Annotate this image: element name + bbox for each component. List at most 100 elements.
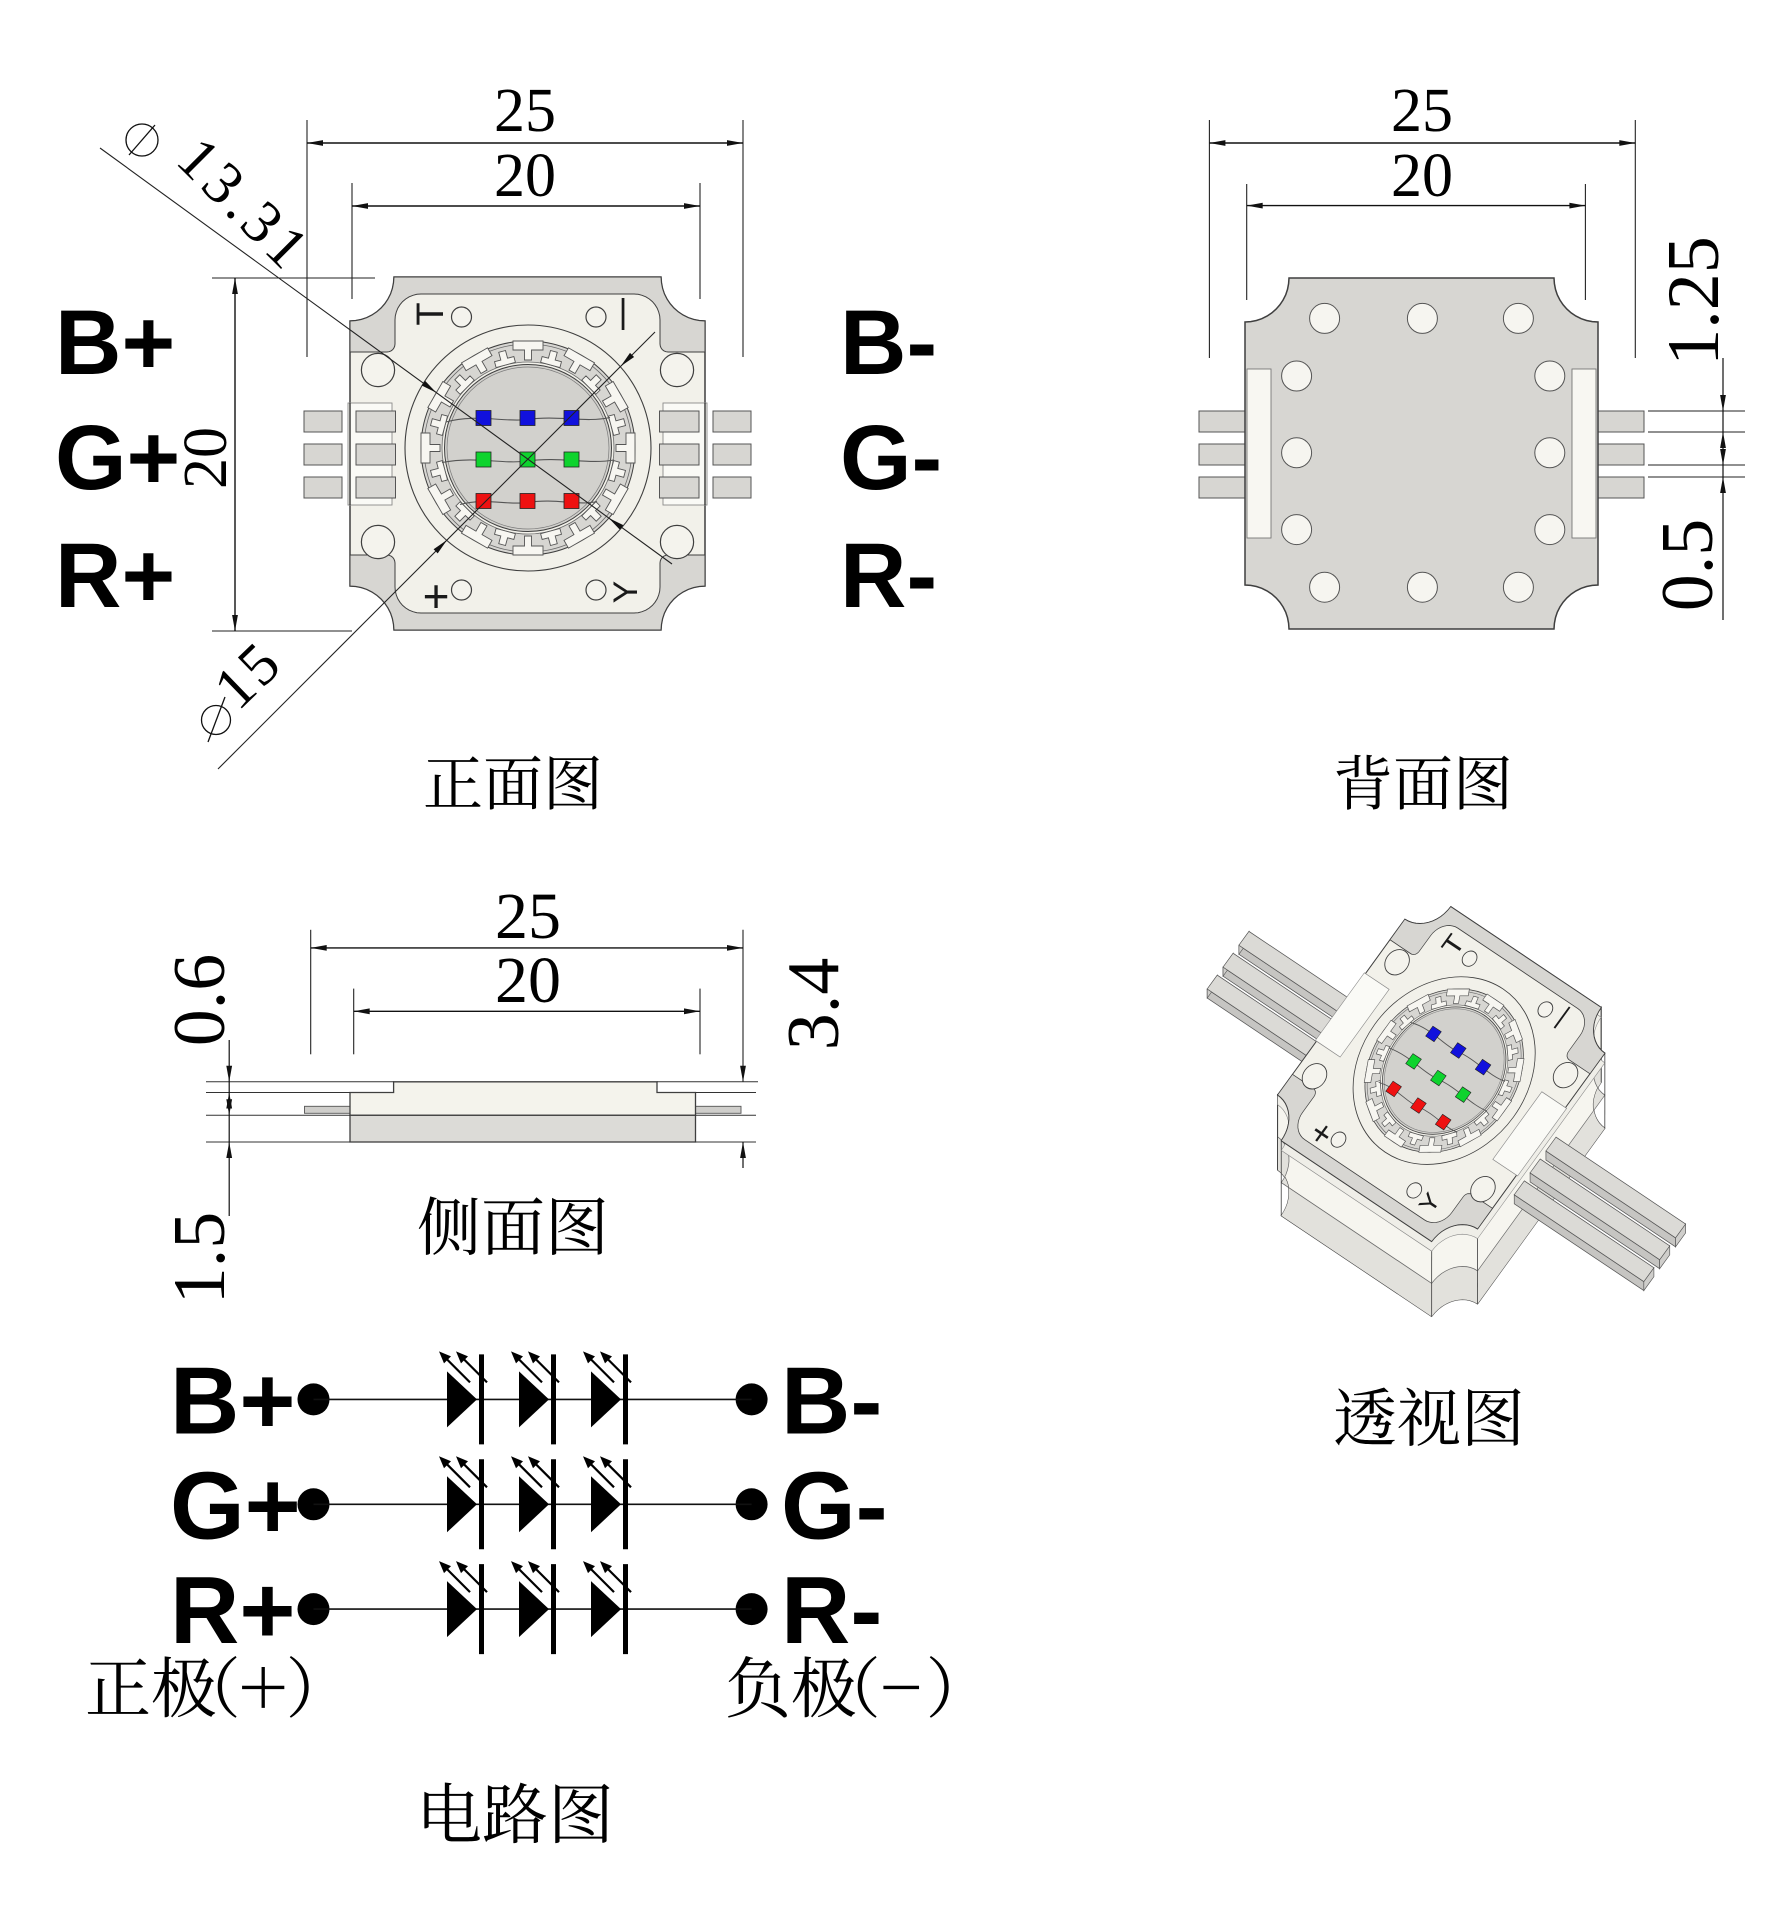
dim-arrowhead [232,615,238,631]
lead-left-inner [355,443,396,466]
lead-left-inner [355,476,396,499]
side-body [349,1081,697,1116]
back-dim-lead-width: 1.25 [1653,236,1735,366]
circuit-diagram: B+B-G+G-R+R- [87,1347,949,1718]
dim-arrowhead [727,945,743,951]
circuit-cathode-label: R- [781,1557,882,1664]
dim-arrowhead [353,1008,370,1015]
side-lead-left [304,1105,351,1114]
dim-arrowhead [1569,202,1586,209]
back-hole [1406,571,1438,603]
diameter-symbol-slash [207,696,226,743]
circuit-cathode-label: B- [781,1347,882,1454]
back-dim-overall-width: 25 [1391,77,1453,145]
wall-edge [1604,1053,1606,1129]
lead-right-inner [659,476,700,499]
front-dim-body-width: 20 [494,142,556,210]
wall-edge [1600,1007,1602,1083]
lead-3d-top [1513,1180,1655,1283]
wall-edge [1431,1241,1433,1317]
front-package [348,277,707,630]
back-dim-lead-gap: 0.5 [1647,519,1729,612]
terminal-label-right: B- [840,292,937,394]
lead-left [1198,443,1247,466]
lead-left-outer [303,443,343,466]
terminal-label-left: B+ [55,292,175,394]
diameter-leader-line [99,147,673,565]
wall-edge [1277,1094,1278,1170]
back-hole [1406,302,1438,334]
dim-arrowhead [1619,140,1636,146]
back-hole [1309,571,1341,603]
dim-arrowhead [1209,140,1226,146]
back-dim-body-width: 20 [1391,142,1453,210]
lead-left-outer [303,410,343,433]
dim-arrowhead [352,203,368,209]
package-base-band [1277,1049,1605,1317]
dim-arrowhead [1720,477,1726,493]
circuit-anode-label: G+ [170,1452,301,1559]
wall-edge [1477,1228,1479,1304]
leads-3d [1206,930,1687,1292]
dim-arrowhead [310,945,327,951]
side-base-slab [349,1114,697,1143]
side-lead-right [695,1105,742,1114]
back-hole [1281,437,1313,469]
back-hole [1309,302,1341,334]
dim-arrowhead [608,518,624,530]
lead-3d-top [1545,1136,1687,1239]
lead-left [1198,476,1247,499]
dim-arrowhead [433,540,447,554]
lead-left-inner [355,410,396,433]
back-hole [1281,514,1313,546]
dim-arrowhead [226,1142,233,1158]
side-dim-body-width: 20 [495,944,561,1017]
lead-right-outer [712,476,752,499]
diameter-symbol [200,704,232,736]
caption-glyph [883,1685,920,1690]
side-dim-overall-width: 25 [495,880,561,953]
perspective-view [1206,824,1687,1318]
back-pad-strip-left [1246,368,1272,539]
dim-arrowhead [421,380,437,393]
lead-right [1596,410,1645,433]
dim-arrowhead [740,1142,746,1158]
dim-arrowhead [684,203,700,209]
dim-arrowhead [684,1008,700,1015]
dim-arrowhead [1720,449,1726,465]
terminal-label-right: G- [840,407,942,509]
lead-right-outer [712,443,752,466]
front-dim-body-height: 20 [172,427,240,489]
back-hole [1534,514,1566,546]
back-hole [1281,360,1313,392]
lead-right-inner [659,443,700,466]
wall-edge [1280,1140,1282,1216]
lead-right [1596,476,1645,499]
dim-arrowhead [727,140,743,146]
circuit-anode-label: R+ [170,1557,295,1664]
dim-arrowhead [1720,395,1726,411]
dim-arrowhead [307,140,323,146]
back-hole [1534,360,1566,392]
diameter-symbol-slash [128,124,156,156]
dim-arrowhead [1720,432,1726,448]
back-hole [1502,302,1534,334]
front-dim-overall-width: 25 [494,77,556,145]
side-dim-step-height: 0.6 [159,954,241,1047]
lead-left [1198,410,1247,433]
dim-arrowhead [226,1065,233,1082]
back-body [1244,277,1599,630]
back-hole [1502,571,1534,603]
back-hole [1534,437,1566,469]
terminal-label-left: G+ [55,407,180,509]
dim-arrowhead [1246,202,1263,209]
lead-3d-top [1529,1158,1671,1261]
dim-arrowhead [232,278,238,294]
lead-left-outer [303,476,343,499]
side-dim-base-thickness: 1.5 [159,1212,241,1305]
terminal-label-right: R- [840,525,937,627]
